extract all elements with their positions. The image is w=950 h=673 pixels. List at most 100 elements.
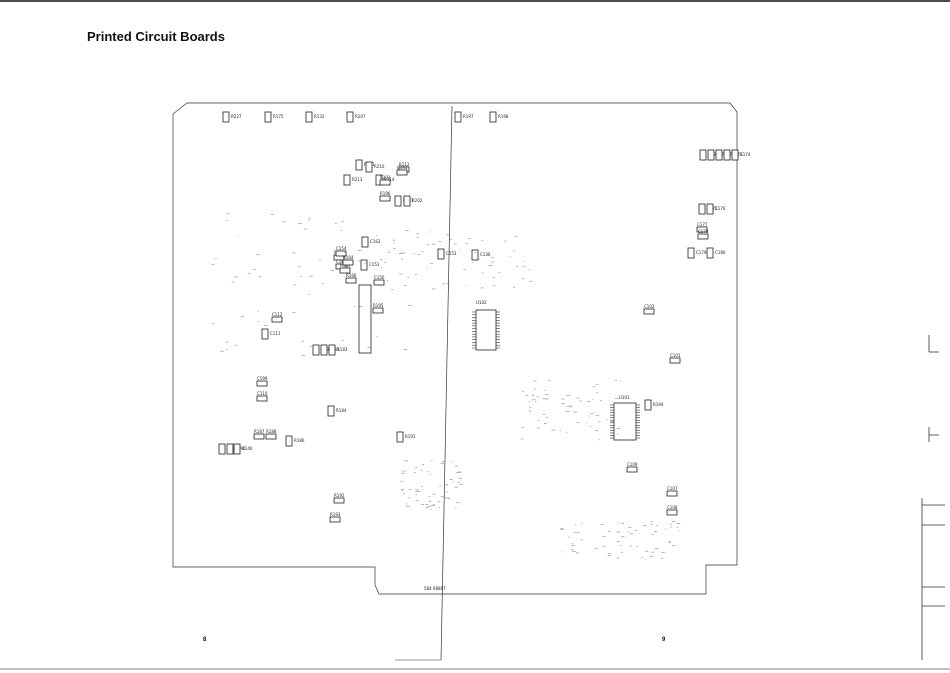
trace-dot <box>376 336 378 338</box>
trace-dot <box>537 420 540 422</box>
component-r175: R175 <box>264 111 284 123</box>
trace-dot <box>446 491 448 493</box>
ic-u101: U101 <box>613 395 637 441</box>
trace-dot <box>455 507 457 509</box>
component-label: C107 <box>667 486 678 491</box>
trace-dot <box>442 283 446 285</box>
trace-dot <box>457 482 460 483</box>
trace-dot <box>403 349 408 350</box>
component-c199: C199 <box>256 376 268 387</box>
component-label: R183 <box>337 347 348 352</box>
page-number-right: 9 <box>662 637 666 643</box>
trace-dot <box>427 471 430 473</box>
component-c136: C136 <box>471 249 491 261</box>
trace-dot <box>457 471 462 473</box>
trace-dot <box>480 287 485 289</box>
trace-dot <box>449 239 452 240</box>
trace-dot <box>561 398 565 400</box>
trace-dot <box>439 485 441 487</box>
trace-dot <box>408 497 411 499</box>
trace-dot <box>234 276 239 278</box>
trace-dot <box>598 421 600 423</box>
trace-dot <box>610 421 615 423</box>
trace-dot <box>472 262 474 264</box>
trace-dot <box>655 525 658 526</box>
trace-dot <box>380 267 382 268</box>
trace-dot <box>616 427 621 429</box>
trace-dot <box>214 258 217 260</box>
margin-marks <box>921 335 945 660</box>
component-label: R190 <box>235 446 246 451</box>
trace-dot <box>651 534 654 535</box>
ic-u102-label: U102 <box>476 300 487 305</box>
ic-pins <box>472 311 640 439</box>
trace-dot <box>576 531 580 533</box>
trace-dot <box>417 254 421 255</box>
ic-u102: U102 <box>475 300 497 351</box>
trace-dot <box>492 276 496 278</box>
trace-dot <box>414 467 418 469</box>
trace-dot <box>678 530 680 532</box>
trace-dot <box>322 283 324 284</box>
trace-dot <box>664 528 667 530</box>
trace-dot <box>425 504 429 505</box>
trace-dot <box>330 270 334 271</box>
trace-dot <box>301 355 306 356</box>
trace-dot <box>481 240 484 241</box>
trace-dot <box>525 395 529 397</box>
component-label: R202 <box>412 198 423 203</box>
trace-dot <box>440 496 445 497</box>
component-label: R164 <box>343 255 354 260</box>
component-r197: R197 <box>454 111 474 123</box>
trace-dot <box>415 500 419 502</box>
trace-dot <box>300 275 302 277</box>
trace-dot <box>407 305 412 306</box>
component-c102: C102 <box>643 304 655 315</box>
component-c108: C108 <box>666 505 678 516</box>
trace-dot <box>225 341 229 343</box>
trace-dot <box>380 259 383 260</box>
trace-dot <box>256 254 260 256</box>
trace-dot <box>516 265 519 267</box>
component-label: R197 <box>463 114 474 119</box>
component-label: C154 <box>336 246 347 251</box>
component-label: R166 <box>346 273 357 278</box>
trace-dot <box>621 536 625 538</box>
trace-dot <box>650 520 653 522</box>
trace-dot <box>308 294 310 295</box>
trace-dot <box>452 481 454 483</box>
trace-dot <box>602 536 606 537</box>
component-c176: C176 <box>706 203 726 215</box>
trace-dot <box>392 242 395 244</box>
component-r210: R210 <box>365 161 385 173</box>
trace-dot <box>281 221 286 223</box>
trace-dot <box>446 497 450 499</box>
trace-dot <box>427 506 431 508</box>
trace-dot <box>257 321 259 323</box>
trace-dot <box>393 248 396 249</box>
component-c141: C141 <box>396 165 408 176</box>
trace-dot <box>617 522 620 524</box>
trace-dot <box>566 431 568 433</box>
trace-dot <box>581 522 583 524</box>
trace-dot <box>590 413 594 415</box>
component-label: C111 <box>270 331 281 336</box>
trace-dot <box>521 390 524 392</box>
trace-dot <box>414 472 417 473</box>
trace-dot <box>528 401 531 402</box>
trace-dot <box>628 531 630 533</box>
component-label: R207 <box>355 114 366 119</box>
component-label: C141 <box>397 165 408 170</box>
trace-dot <box>479 259 481 261</box>
trace-dot <box>364 262 367 264</box>
trace-dot <box>420 486 423 487</box>
trace-dot <box>529 411 531 412</box>
trace-dot <box>438 241 442 242</box>
trace-dot <box>616 531 621 533</box>
component-label: C153 <box>446 251 457 256</box>
trace-dot <box>342 340 344 342</box>
trace-dot <box>389 249 391 251</box>
trace-dot <box>465 284 467 286</box>
trace-dot <box>446 234 450 236</box>
trace-dot <box>561 403 565 404</box>
